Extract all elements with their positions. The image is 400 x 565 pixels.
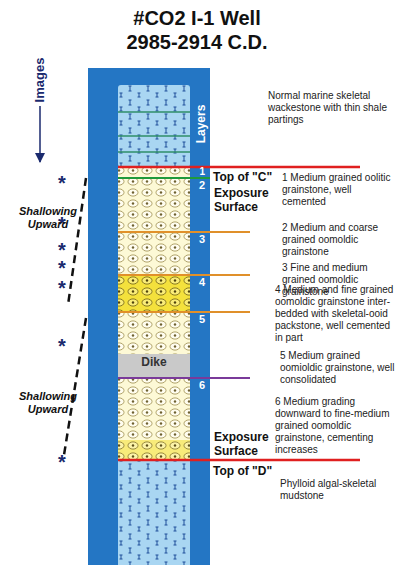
layer-number: 5 [199,314,205,325]
layer-boundary [118,274,250,276]
lithology-note: 6 Medium grading downward to fine-medium… [275,396,398,456]
wackestone-unit [118,85,190,167]
image-marker: * [50,173,74,193]
layer-band [118,312,190,354]
layer-boundary [118,377,250,379]
layer-number: 2 [199,180,205,191]
images-arrow [39,106,41,162]
dike-band: Dike [118,354,190,378]
horizon-line [118,166,360,169]
image-marker: * [50,258,74,278]
layer-boundary [118,177,210,179]
images-label: Images [32,58,48,103]
lithology-note: 1 Medium grained oolitic grainstone, wel… [282,172,398,208]
trend-line [68,178,86,305]
layer-band [118,275,190,312]
trend-line [64,318,86,455]
horizon-label: Top of "D" [213,464,283,478]
trend-label: Shallowing Upward [12,390,84,416]
dike-band [118,354,190,378]
lithology-note: Normal marine skeletal wackestone with t… [268,90,398,126]
diagram-title: #CO2 I-1 Well 2985-2914 C.D. [112,6,282,54]
layer-band: 3 [118,232,210,275]
layer-boundary [118,311,250,313]
layer-number: 3 [199,234,205,245]
layer-band [118,378,190,460]
cemented-base [118,440,190,460]
exposure-label: Exposure Surface [214,430,282,459]
exposure-label: Exposure Surface [214,186,282,215]
lithology-note: Phylloid algal-skeletal mudstone [280,478,396,502]
trend-label: Shallowing Upward [12,205,84,231]
lithology-note: 2 Medium and coarse grained oomoldic gra… [282,222,398,258]
layer-band [118,167,190,178]
layer-band: 5 [118,312,210,354]
horizon-line [118,459,360,462]
layer-number: 6 [199,380,205,391]
lithology-note: 4 Medium and fine grained oomoldic grain… [275,284,398,344]
layer-band: 4 [118,275,210,312]
layer-band [118,178,190,232]
mudstone-unit [118,460,190,565]
layer-band: 1 [118,167,210,178]
layer-boundary [118,231,250,233]
layer-band: 6 [118,378,210,460]
layer-number: 1 [199,167,205,177]
horizon-label: Top of "C" [213,170,283,184]
layer-band [118,232,190,275]
lithology-note: 5 Medium grained oomioldic grainstone, w… [280,350,398,386]
layers-label: Layers [194,105,208,144]
image-marker: * [50,278,74,298]
layer-band: 2 [118,178,210,232]
image-marker: * [50,240,74,260]
image-marker: * [50,452,74,472]
shale-parting [118,112,190,152]
image-marker: * [50,336,74,356]
well-strip [88,68,210,565]
dike-label: Dike [141,356,166,368]
layer-number: 4 [199,277,205,288]
